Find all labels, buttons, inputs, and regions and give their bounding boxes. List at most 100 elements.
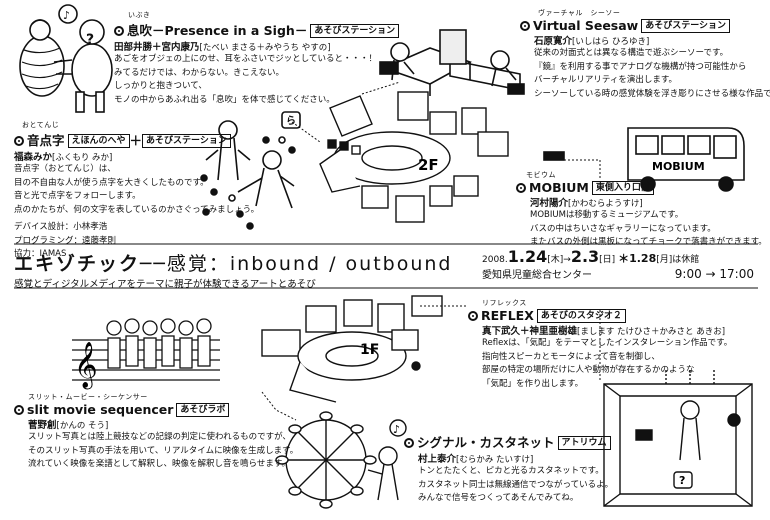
mobium-author: 河村陽介[かわむらようすけ]: [530, 195, 767, 209]
otenji-desc-line: 音と光で点字をフォローします。: [14, 191, 141, 201]
otenji-author: 福森みか[ふくもり みか]: [14, 149, 259, 163]
castanet-section: シグナル・カスタネットアトリウム 村上泰介[むらかみ たいすけ] トンとたたくと…: [404, 432, 613, 506]
svg-text:?: ?: [86, 32, 94, 48]
slit-author: 菅野創[かんの そう]: [28, 417, 298, 431]
ibuki-title: 息吹－Presence in a Sigh－あそびステーション: [114, 20, 400, 39]
event-hours: 9:00 → 17:00: [674, 267, 754, 281]
otenji-location-tag-2: あそびステーション: [142, 134, 231, 148]
slit-illustration: [72, 318, 220, 381]
seesaw-desc-line: 従来の対面式とは異なる構造で遊ぶシーソーです。: [534, 48, 729, 58]
reflex-desc-line: 部屋の特定の場所だけに人や動物が存在するかのような: [482, 365, 695, 375]
mobium-bus-illustration: [543, 127, 745, 192]
otenji-desc-line: 目の不自由な人が使う点字を大きくしたものです。: [14, 177, 209, 188]
treble-clef-icon: 𝄞: [74, 342, 98, 390]
ibuki-desc-line: みてるだけでは、わからない。きこえない。: [114, 67, 285, 78]
music-note-icon: ♪: [393, 423, 400, 436]
reflex-desc-line: Reflexは、「気配」をテーマとしたインスタレーション作品です。: [482, 338, 733, 348]
mobium-title-text: MOBIUM: [529, 180, 589, 195]
event-subtitle: 感覚とディジタルメディアをテーマに親子が体験できるアートとあそび: [14, 279, 316, 290]
castanet-author-name: 村上泰介: [418, 454, 457, 465]
ibuki-section: いぶき 息吹－Presence in a Sigh－あそびステーション 田部井勝…: [114, 10, 400, 107]
castanet-desc-line: カスタネット同士は無線通信でつながっているよ。: [418, 479, 614, 490]
otenji-desc-line: 音点字（おとてんじ）は、: [14, 164, 116, 174]
reflex-illustration: [603, 370, 753, 507]
floor-1f-label: 1F: [360, 342, 379, 358]
otenji-location-tag-1: えほんのへや: [67, 134, 130, 148]
floor-2f-label: 2F: [418, 156, 439, 174]
ibuki-description: あごをオブジェの上にのせ、耳をふさいでジッとしていると・・・！ みてるだけでは、…: [114, 53, 399, 107]
otenji-description: 音点字（おとてんじ）は、 目の不自由な人が使う点字を大きくしたものです。 音と光…: [14, 163, 259, 217]
ibuki-author: 田部井勝＋宮内康乃[たべい まさる＋みやうち やすの]: [114, 39, 399, 53]
slit-ruby: スリット・ムービー・シーケンサー: [28, 393, 148, 401]
ibuki-title-text: 息吹－Presence in a Sigh－: [127, 23, 308, 38]
slit-desc-line: 流れていく映像を楽譜として解釈し、映像を解釈し音を鳴らせます。: [28, 459, 290, 469]
seesaw-desc-line: 『鏡』を利用する事でアナログな機構が持つ可能性から: [534, 61, 747, 72]
seesaw-ruby: ヴァーチャル シーソー: [538, 9, 621, 17]
mobium-author-kana: [かわむらようすけ]: [568, 199, 643, 209]
bullseye-icon: [468, 311, 478, 321]
castanet-desc-line: トンとたたくと、ピカと光るカスタネットです。: [418, 466, 604, 476]
bullseye-icon: [114, 26, 124, 36]
mobium-description: MOBIUMは移動するミュージアムです。 バスの中はちいさなギャラリーになってい…: [530, 209, 767, 250]
reflex-title-text: REFLEX: [481, 308, 534, 323]
ibuki-desc-line: しっかりと抱きついて、: [114, 81, 207, 91]
event-closed-day: [月]: [656, 255, 673, 265]
event-title: エキゾチック──感覚：inbound / outbound: [14, 249, 452, 276]
otenji-credits: デバイス設計：小林孝浩 プログラミング：遠藤孝則 協力：IAMAS: [14, 221, 259, 262]
otenji-author-name: 福森みか: [14, 152, 53, 163]
slit-author-name: 菅野創: [28, 420, 57, 431]
otenji-credit-line: プログラミング：遠藤孝則: [14, 235, 117, 246]
event-venue: 愛知県児童総合センター: [482, 270, 592, 281]
ibuki-author-name: 田部井勝＋宮内康乃: [114, 42, 200, 53]
otenji-credit-line: デバイス設計：小林孝浩: [14, 222, 108, 232]
reflex-location-tag: あそびのスタジオ２: [536, 309, 626, 323]
event-title-rest: 感覚：inbound / outbound: [166, 253, 453, 275]
seesaw-illustration: [379, 29, 525, 96]
otenji-ruby: おとてんじ: [22, 121, 60, 129]
event-closed-date: ＊1.28: [618, 252, 657, 265]
slit-title-text: slit movie sequencer: [27, 402, 174, 417]
event-start-date: 1.24: [507, 247, 548, 266]
bullseye-icon: [520, 21, 530, 31]
castanet-location-tag: アトリウム: [557, 436, 611, 450]
otenji-desc-line: 点のかたちが、何の文字を表しているのかさぐってみましょう。: [14, 204, 260, 215]
event-start-day: [木]: [547, 255, 564, 265]
mobium-desc-line: バスの中はちいさなギャラリーになっています。: [530, 223, 716, 234]
bus-label: MOBIUM: [652, 160, 705, 173]
ibuki-desc-line: モノの中からあふれ出る「息吹」を体で感じてください。: [114, 94, 335, 105]
svg-text:ら: ら: [286, 115, 296, 127]
castanet-description: トンとたたくと、ピカと光るカスタネットです。 カスタネット同士は無線通信でつなが…: [418, 465, 613, 506]
event-dates: 2008.1.24[木]→2.3[日] ＊1.28[月]は休館: [482, 247, 754, 266]
otenji-title: 音点字えほんのへや＋あそびステーション: [14, 130, 259, 149]
mobium-desc-line: またバスの外側は黒板になってチョークで落書きができます。: [530, 237, 767, 247]
slit-desc-line: そのスリット写真の手法を用いて、リアルタイムに映像を生成します。: [28, 445, 299, 456]
slit-desc-line: スリット写真とは陸上競技などの記録の判定に使われるものですが、: [28, 432, 291, 442]
floor-2f-map: [319, 91, 509, 223]
ibuki-ruby: いぶき: [128, 11, 151, 19]
otenji-plus: ＋: [129, 133, 143, 148]
otenji-author-kana: [ふくもり みか]: [52, 153, 113, 163]
reflex-desc-line: 「気配」を作り出します。: [482, 378, 584, 389]
bullseye-icon: [14, 405, 24, 415]
castanet-title: シグナル・カスタネットアトリウム: [404, 432, 613, 451]
event-title-dash: ──: [140, 253, 167, 275]
mobium-desc-line: MOBIUMは移動するミュージアムです。: [530, 210, 684, 220]
event-closed-text: は休館: [672, 255, 700, 265]
mobium-author-name: 河村陽介: [530, 198, 569, 209]
slit-location-tag: あそびラボ: [176, 403, 230, 417]
bullseye-icon: [516, 183, 526, 193]
event-year: 2008.: [482, 255, 508, 265]
ibuki-desc-line: あごをオブジェの上にのせ、耳をふさいでジッとしていると・・・！: [114, 54, 377, 64]
otenji-credit-line: 協力：IAMAS: [14, 249, 67, 259]
seesaw-author: 石原寛介[いしはら ひろゆき]: [534, 33, 770, 47]
seesaw-author-name: 石原寛介: [534, 36, 573, 47]
seesaw-author-kana: [いしはら ひろゆき]: [572, 37, 650, 47]
event-schedule: 2008.1.24[木]→2.3[日] ＊1.28[月]は休館 愛知県児童総合セ…: [482, 247, 754, 281]
